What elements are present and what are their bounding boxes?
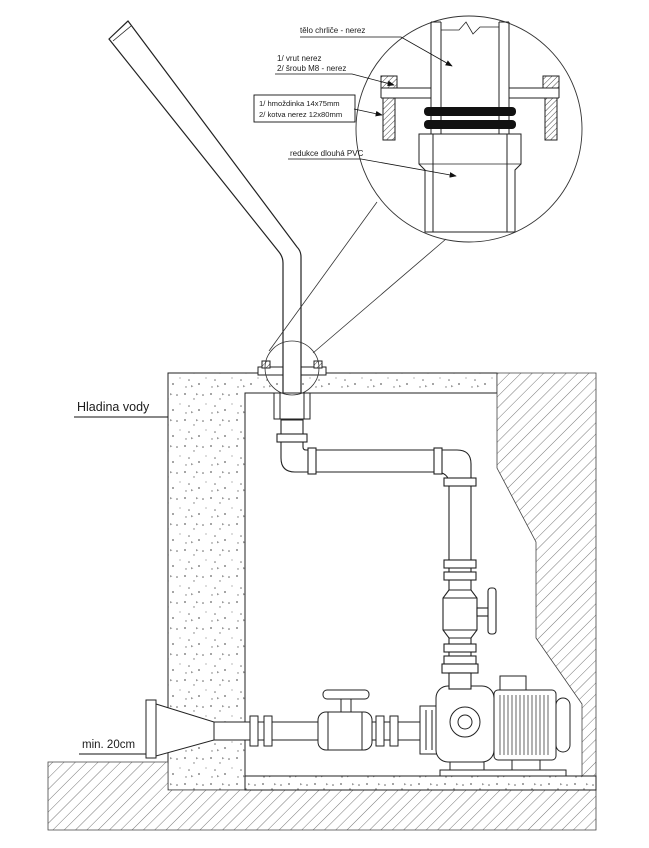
motor-terminal-box [499,675,527,692]
pump [419,675,571,777]
seal-ring-top [424,107,516,116]
spout-mouth-inner [112,25,132,42]
discharge-line [276,419,497,690]
detail-reduction [418,133,522,233]
motor-end-cap [555,697,571,753]
water-level-annotation: Hladina vody [74,400,168,418]
wall-flange [145,699,157,759]
suction-line [145,689,421,759]
label-anchor-2: 2/ kotva nerez 12x80mm [259,110,342,119]
label-min-depth: min. 20cm [82,739,135,751]
riser-reduction [273,392,311,420]
label-water-level: Hladina vody [77,400,150,414]
riser-valve-handle [487,587,497,635]
break-line [441,21,499,35]
detail-source-circle [264,340,320,396]
label-spout-body: tělo chrliče - nerez [300,26,365,35]
spout [108,20,302,395]
label-anchor-1: 1/ hmoždinka 14x75mm [259,99,340,108]
label-screw-2: 2/ šroub M8 - nerez [277,64,346,73]
detail-annotations [253,36,457,178]
detail-spout-body [430,21,510,134]
screw-head-right [542,75,560,89]
detail-circle [355,15,583,243]
min-depth-annotation: min. 20cm [79,739,148,755]
soil-right [496,372,597,777]
anchor-shaft-left [382,97,396,141]
suction-valve [317,689,373,751]
anchor-shaft-right [544,97,558,141]
pump-base [439,769,567,777]
detail-view: tělo chrliče - nerez 1/ vrut nerez 2/ šr… [253,15,583,243]
anchor-label-box [253,94,356,123]
riser-valve [442,587,497,639]
pump-volute [435,685,495,763]
label-screw-1: 1/ vrut nerez [277,54,321,63]
seal-ring-bottom [424,120,516,129]
pump-motor [493,689,557,761]
valve-handle [322,689,370,700]
room-floor [244,775,597,791]
label-reduction: redukce dlouhá PVC [290,149,364,158]
suction-pipe [213,721,421,741]
detail-reference [264,201,447,396]
